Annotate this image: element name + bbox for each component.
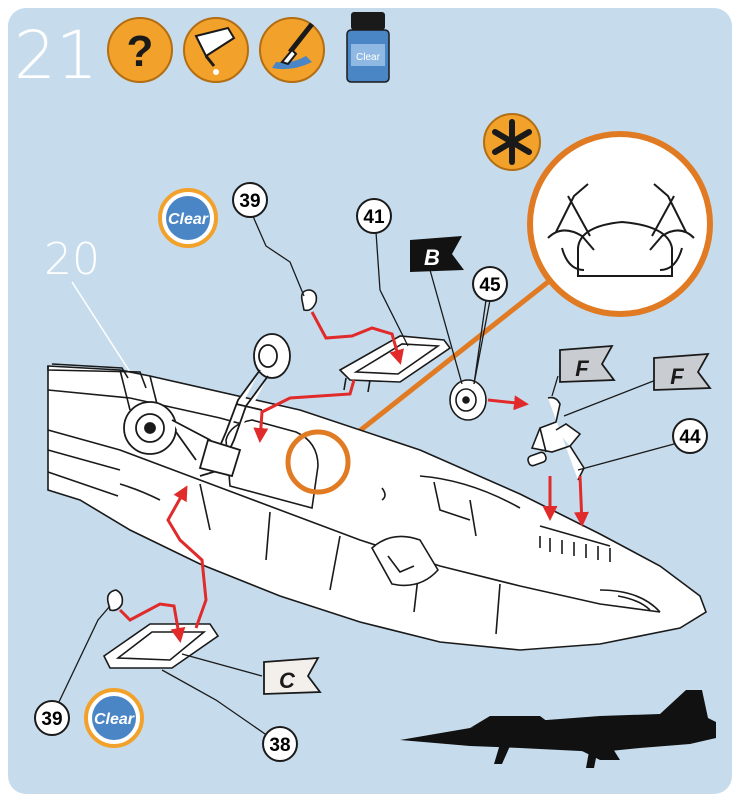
part-44-strut bbox=[527, 396, 585, 481]
svg-text:44: 44 bbox=[679, 427, 701, 448]
svg-text:39: 39 bbox=[41, 709, 62, 730]
flag-f-lower: F bbox=[653, 352, 712, 391]
question-icon: ? bbox=[107, 17, 173, 83]
previous-step-number: 20 bbox=[44, 234, 100, 285]
asterisk-note-badge bbox=[483, 113, 541, 171]
svg-text:38: 38 bbox=[269, 735, 290, 756]
flag-c: C bbox=[263, 656, 322, 695]
clear-badge-top-label: Clear bbox=[168, 211, 209, 228]
leader-lines bbox=[57, 213, 675, 737]
clear-paint-bottle-icon: Clear bbox=[346, 12, 390, 83]
step-number: 21 bbox=[14, 17, 98, 94]
svg-text:F: F bbox=[575, 356, 589, 381]
svg-text:C: C bbox=[279, 668, 296, 693]
arrow-45-to-44 bbox=[487, 395, 529, 411]
svg-text:?: ? bbox=[127, 27, 154, 76]
aircraft-silhouette-icon bbox=[400, 690, 716, 768]
clear-badge-bottom-label: Clear bbox=[94, 711, 135, 728]
part-number-39-top: 39 bbox=[232, 182, 268, 218]
part-number-45: 45 bbox=[472, 266, 508, 302]
svg-text:F: F bbox=[670, 364, 684, 389]
glue-tube-icon bbox=[183, 17, 249, 83]
arrow-41-to-fuselage bbox=[253, 379, 356, 443]
part-number-44: 44 bbox=[672, 418, 708, 454]
arrow-39-to-38 bbox=[118, 602, 186, 643]
svg-text:39: 39 bbox=[239, 191, 260, 212]
part-number-39-bottom: 39 bbox=[34, 700, 70, 736]
clear-badge-bottom: Clear bbox=[84, 688, 144, 748]
nose-gear-assembly bbox=[198, 333, 291, 478]
paint-bottle-label: Clear bbox=[356, 52, 381, 63]
arrow-39-to-41 bbox=[310, 311, 404, 365]
arrow-44-right-down bbox=[574, 475, 589, 527]
detail-source-ring bbox=[285, 429, 351, 495]
detail-leader-line bbox=[336, 280, 550, 450]
part-39-top-shape bbox=[300, 289, 318, 312]
part-39-bottom-shape bbox=[106, 589, 124, 612]
assembly-arrows bbox=[118, 311, 589, 643]
svg-text:45: 45 bbox=[479, 275, 501, 296]
part-number-41: 41 bbox=[356, 198, 392, 234]
svg-text:41: 41 bbox=[363, 207, 385, 228]
paint-brush-icon bbox=[259, 17, 325, 83]
part-number-38: 38 bbox=[262, 726, 298, 762]
flag-f-upper: F bbox=[559, 344, 616, 383]
svg-text:B: B bbox=[424, 245, 440, 270]
part-45-wheel bbox=[449, 379, 487, 421]
detail-callout bbox=[336, 131, 713, 450]
previous-step-leader bbox=[71, 281, 131, 373]
clear-badge-top: Clear bbox=[158, 188, 218, 248]
flag-b: B bbox=[410, 236, 464, 272]
arrow-38-to-fuselage bbox=[166, 485, 208, 629]
